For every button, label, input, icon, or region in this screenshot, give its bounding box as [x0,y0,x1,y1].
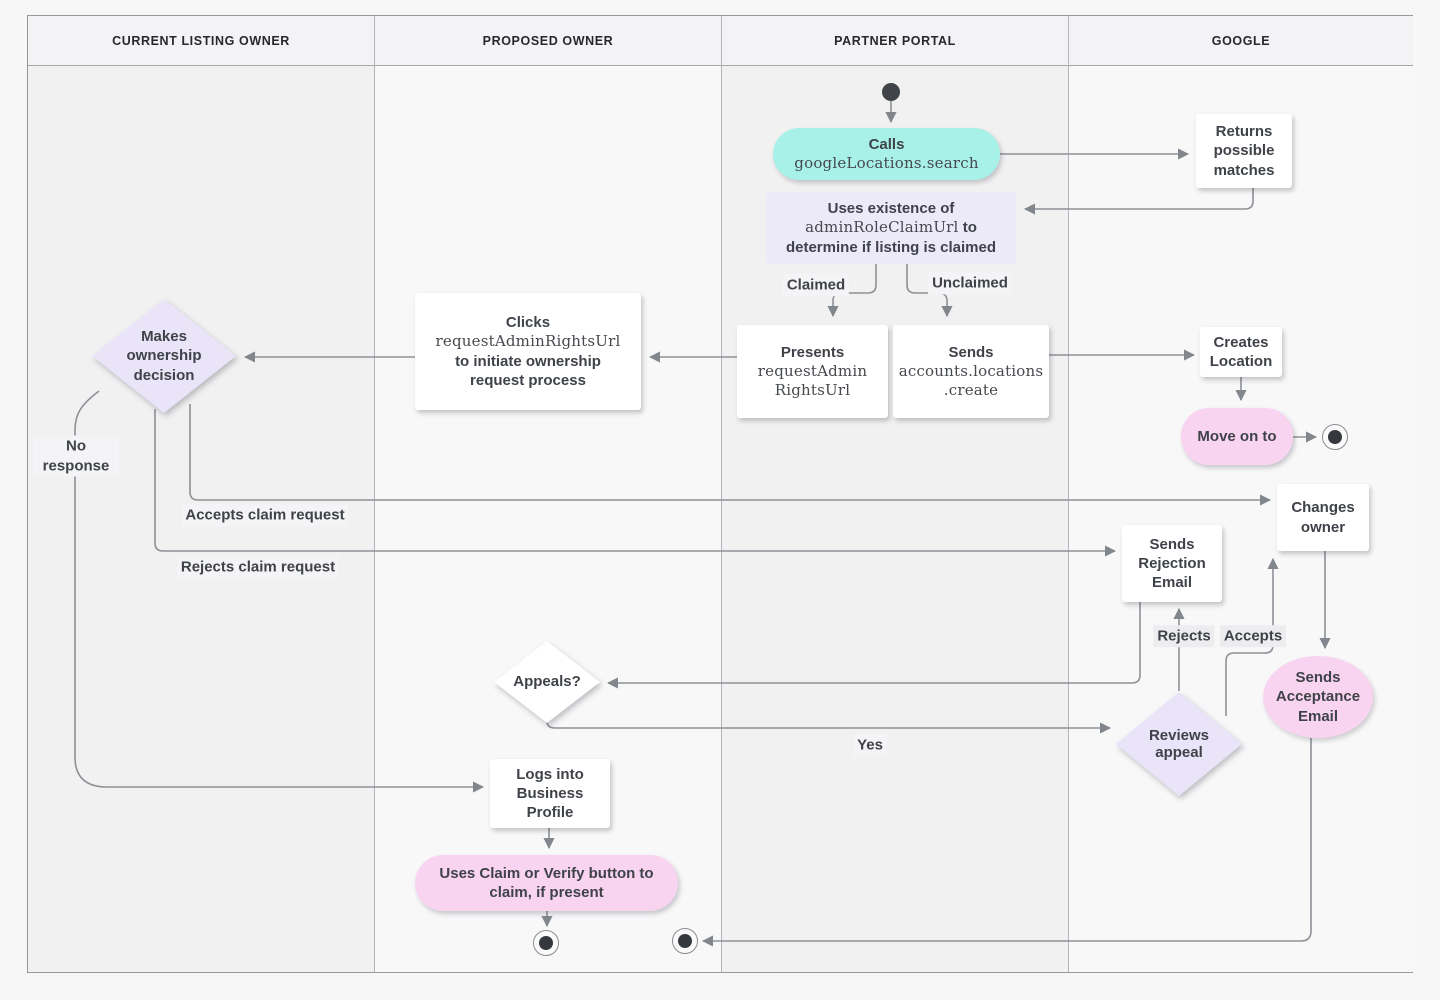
node-label: Appeals? [513,673,581,691]
end-node-proposed-owner [533,930,559,956]
lane-current-listing-owner: CURRENT LISTING OWNER [28,16,374,972]
node-calls-googlelocations-search: Calls googleLocations.search [773,128,1000,180]
lane-header-current-listing-owner: CURRENT LISTING OWNER [28,16,374,66]
node-reviews-appeal: Reviews appeal [1116,692,1242,796]
node-line1: Uses existence of [827,200,955,218]
node-logs-into-business-profile: Logs into Business Profile [490,759,610,828]
node-label: Changes owner [1291,499,1355,536]
node-sends-rejection-email: Sends Rejection Email [1122,525,1222,602]
node-label: Sends Rejection Email [1138,535,1206,592]
node-uses-existence-adminroleclaimurl: Uses existence of adminRoleClaimUrl to d… [766,192,1016,264]
api-name: adminRoleClaimUrl [805,218,959,237]
end-node-dot [1328,430,1342,444]
edge-label-yes: Yes [853,734,887,756]
node-move-on-to: Move on to [1181,408,1293,465]
node-line2: to initiate ownership [455,352,601,370]
node-clicks-requestadminrightsurl: Clicks requestAdminRightsUrl to initiate… [415,293,641,410]
edge-label-no-response: No response [33,435,119,477]
api-name-line1: requestAdmin [757,361,868,380]
node-title: Sends [948,343,994,361]
node-label: Logs into Business Profile [516,765,584,822]
edge-label-unclaimed: Unclaimed [928,272,1012,294]
node-uses-claim-or-verify-button: Uses Claim or Verify button to claim, if… [415,855,678,911]
node-label: Returns possible matches [1213,123,1275,179]
edge-label-accepts-claim-request: Accepts claim request [181,504,349,526]
node-label: Uses Claim or Verify button to claim, if… [439,864,654,901]
api-name-line2: RightsUrl [774,381,851,400]
node-returns-possible-matches: Returns possible matches [1196,114,1292,188]
edge-label-accepts: Accepts [1219,625,1287,647]
end-node-dot [678,934,692,948]
edge-label-claimed: Claimed [782,274,850,296]
node-creates-location: Creates Location [1200,327,1282,377]
lane-header-proposed-owner: PROPOSED OWNER [375,16,721,66]
end-node-dot [539,936,553,950]
node-label: Creates Location [1209,333,1273,370]
node-changes-owner: Changes owner [1277,484,1369,551]
api-name: googleLocations.search [794,154,979,172]
node-makes-ownership-decision: Makes ownership decision [92,299,236,413]
node-appeals-decision: Appeals? [494,641,600,723]
node-line2-suffix: to [962,219,977,237]
node-line3: request process [470,371,586,389]
node-line3: determine if listing is claimed [785,238,997,256]
api-name-line1: accounts.locations [898,361,1044,380]
node-label: Makes ownership decision [126,328,202,384]
start-node [882,83,900,101]
lane-header-google: GOOGLE [1069,16,1413,66]
api-name-line2: .create [943,381,999,400]
node-label: Sends Acceptance Email [1275,669,1361,725]
edge-label-rejects-claim-request: Rejects claim request [176,556,340,578]
node-sends-accounts-locations-create: Sends accounts.locations .create [893,325,1049,418]
api-name: requestAdminRightsUrl [435,332,621,351]
lane-header-partner-portal: PARTNER PORTAL [722,16,1068,66]
node-label: Move on to [1197,427,1277,445]
node-title: Clicks [505,314,551,332]
edge-label-rejects: Rejects [1153,625,1215,647]
end-node-acceptance [672,928,698,954]
node-title: Calls [868,135,905,153]
end-node-google [1322,424,1348,450]
node-sends-acceptance-email: Sends Acceptance Email [1263,656,1373,738]
lane-proposed-owner: PROPOSED OWNER [374,16,721,972]
node-label: Reviews appeal [1148,726,1210,761]
node-presents-requestadminrightsurl: Presents requestAdmin RightsUrl [737,325,888,418]
node-title: Presents [780,343,845,361]
